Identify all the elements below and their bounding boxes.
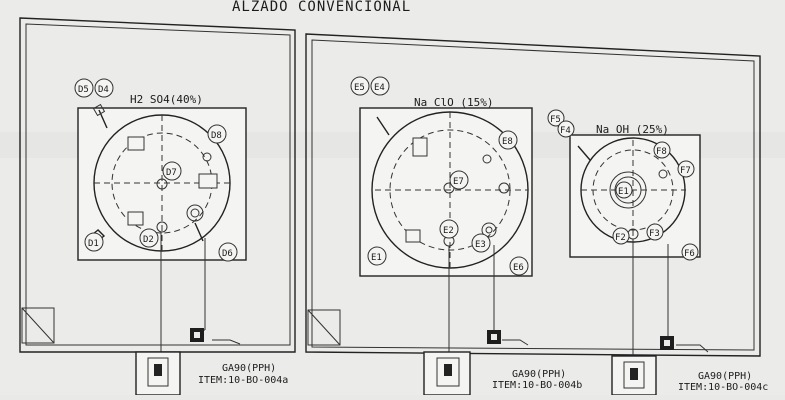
svg-text:GA90(PPH): GA90(PPH) [512, 369, 566, 380]
svg-text:GA90(PPH): GA90(PPH) [222, 363, 276, 374]
svg-text:F4: F4 [560, 126, 571, 136]
svg-text:E7: E7 [453, 177, 464, 187]
svg-text:GA90(PPH): GA90(PPH) [698, 371, 752, 382]
nozzle-tags-naoh: F5 F4 F8 F7 E1 F2 F3 F6 [547, 109, 699, 261]
drawing-title: ALZADO CONVENCIONAL [232, 0, 411, 15]
svg-text:F2: F2 [615, 233, 626, 243]
svg-text:F3: F3 [649, 229, 660, 239]
svg-text:F7: F7 [680, 166, 691, 176]
svg-text:ITEM:10-BO-004a: ITEM:10-BO-004a [198, 375, 288, 386]
svg-text:D7: D7 [166, 168, 177, 178]
pump-label-a: GA90(PPH) ITEM:10-BO-004a [198, 363, 288, 386]
room-frame-left [19, 17, 296, 353]
pump-label-b: GA90(PPH) ITEM:10-BO-004b [492, 369, 582, 391]
svg-text:D4: D4 [98, 85, 109, 95]
tank-label-naclo: Na ClO (15%) [414, 96, 493, 109]
svg-text:D8: D8 [211, 131, 222, 141]
tank-label-naoh: Na OH (25%) [596, 123, 669, 136]
svg-text:D6: D6 [222, 249, 233, 259]
svg-text:F8: F8 [656, 147, 667, 157]
svg-text:E2: E2 [443, 226, 454, 236]
svg-text:E1: E1 [618, 187, 629, 197]
svg-text:E6: E6 [513, 263, 524, 273]
svg-text:E1: E1 [371, 253, 382, 263]
svg-text:F5: F5 [550, 115, 561, 125]
svg-text:E4: E4 [374, 83, 385, 93]
svg-text:D5: D5 [78, 85, 89, 95]
pump-valve-b [487, 330, 501, 344]
sump-c [611, 355, 657, 396]
svg-text:E3: E3 [475, 240, 486, 250]
room-frame-right [305, 33, 761, 357]
svg-text:D1: D1 [88, 239, 99, 249]
svg-text:D2: D2 [143, 235, 154, 245]
svg-text:E5: E5 [354, 83, 365, 93]
nozzle-tags-naclo: E5 E4 E8 E7 E2 E1 E3 E6 [350, 76, 529, 276]
svg-text:ITEM:10-BO-004c: ITEM:10-BO-004c [678, 382, 768, 393]
pump-valve-c [660, 336, 674, 350]
sump-a [135, 351, 181, 396]
tank-label-h2so4: H2 SO4(40%) [130, 93, 203, 106]
nozzle-tags-h2so4: D5 D4 D8 D7 D1 D2 D6 [74, 78, 238, 262]
pump-valve-a [190, 328, 204, 342]
pump-label-c: GA90(PPH) ITEM:10-BO-004c [678, 371, 768, 393]
sump-b [423, 351, 471, 396]
svg-text:ITEM:10-BO-004b: ITEM:10-BO-004b [492, 380, 582, 391]
svg-text:F6: F6 [684, 249, 695, 259]
tank-naoh [569, 134, 709, 355]
svg-text:E8: E8 [502, 137, 513, 147]
